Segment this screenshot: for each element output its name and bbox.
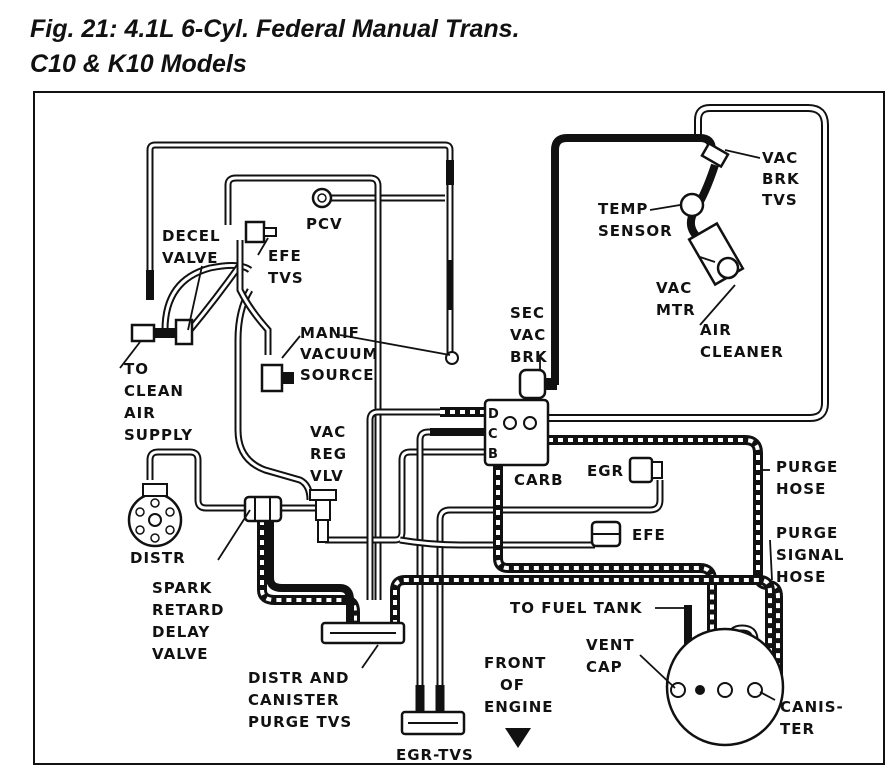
hose-efe-to-manif: [234, 288, 314, 501]
label-spark-1: SPARK: [152, 579, 213, 597]
air-cleaner-components: [679, 141, 745, 287]
efe-fitting: [590, 520, 622, 548]
label-distr-tvs-1: DISTR AND: [248, 669, 349, 687]
distr-canister-purge-tvs: [320, 621, 406, 645]
hose-spark-to-tvs: [257, 520, 360, 625]
label-temp-sensor-1: TEMP: [598, 200, 648, 218]
label-purge-signal-3: HOSE: [776, 568, 826, 586]
hose-sec-vac-brk: [551, 134, 716, 385]
distributor: [127, 483, 183, 548]
figure-subtitle: C10 & K10 Models: [30, 50, 247, 78]
label-vac-reg-2: REG: [310, 445, 347, 463]
label-purge-signal-2: SIGNAL: [776, 546, 844, 564]
label-clean-air-3: AIR: [124, 404, 156, 422]
label-canister-2: TER: [780, 720, 815, 738]
front-arrow-icon: [505, 728, 531, 748]
egr-tvs: [400, 710, 466, 736]
label-vac-brk-tvs-3: TVS: [762, 191, 798, 209]
hose-distr-canister: [390, 575, 775, 690]
figure-title: Fig. 21: 4.1L 6-Cyl. Federal Manual Tran…: [30, 15, 520, 43]
sec-vac-brk-fitting: [518, 368, 557, 400]
label-purge-hose-1: PURGE: [776, 458, 838, 476]
spark-retard-delay-valve: [243, 495, 283, 523]
label-vac-reg-3: VLV: [310, 467, 344, 485]
label-sec-vac-brk-2: VAC: [510, 326, 546, 344]
label-port-c: C: [488, 427, 499, 442]
label-egr: EGR: [587, 462, 624, 480]
egr-fitting: [628, 456, 663, 484]
label-sec-vac-brk-1: SEC: [510, 304, 545, 322]
label-sec-vac-brk-3: BRK: [510, 348, 548, 366]
label-egr-tvs: EGR-TVS: [396, 746, 474, 764]
label-vac-mtr-1: VAC: [656, 279, 692, 297]
label-manif-2: VACUUM: [300, 345, 379, 363]
label-efe: EFE: [632, 526, 666, 544]
label-distr-tvs-3: PURGE TVS: [248, 713, 352, 731]
label-purge-hose-2: HOSE: [776, 480, 826, 498]
label-vac-mtr-2: MTR: [656, 301, 696, 319]
hose-carb-c: [366, 408, 485, 600]
pcv-valve: [311, 187, 333, 209]
label-air-cleaner-1: AIR: [700, 321, 732, 339]
label-port-d: D: [488, 407, 500, 422]
hose-vacreg-to-carb: [325, 448, 495, 544]
striped-hoses: [257, 407, 783, 690]
label-front-1: FRONT: [484, 654, 546, 672]
hose-egr-tvs-1: [416, 428, 485, 690]
label-spark-3: DELAY: [152, 623, 210, 641]
label-manif-3: SOURCE: [300, 366, 375, 384]
hose-spark-black: [266, 520, 354, 625]
label-manif-1: MANIF: [300, 324, 360, 342]
efe-tvs: [244, 220, 277, 244]
label-pcv: PCV: [306, 215, 343, 233]
label-carb: CARB: [514, 471, 564, 489]
label-to-fuel-tank: TO FUEL TANK: [510, 599, 643, 617]
label-distr-tvs-2: CANISTER: [248, 691, 340, 709]
label-decel-valve-1: DECEL: [162, 227, 221, 245]
label-vac-brk-tvs-2: BRK: [762, 170, 800, 188]
label-efe-tvs-1: EFE: [268, 247, 302, 265]
carburetor: [483, 398, 550, 467]
plain-hoses: [146, 104, 829, 690]
leader-lines: [119, 149, 776, 701]
label-efe-tvs-2: TVS: [268, 269, 304, 287]
manif-vacuum-fitting: [260, 351, 459, 393]
label-spark-2: RETARD: [152, 601, 224, 619]
label-canister-1: CANIS-: [780, 698, 844, 716]
vac-reg-valve: [309, 489, 337, 543]
label-air-cleaner-2: CLEANER: [700, 343, 784, 361]
label-clean-air-4: SUPPLY: [124, 426, 193, 444]
label-distr: DISTR: [130, 549, 186, 567]
label-decel-valve-2: VALVE: [162, 249, 219, 267]
labels: PCV DECEL VALVE EFE TVS MANIF VACUUM SOU…: [124, 149, 844, 764]
label-vent-cap-1: VENT: [586, 636, 635, 654]
label-spark-4: VALVE: [152, 645, 209, 663]
label-vac-reg-1: VAC: [310, 423, 346, 441]
label-port-b: B: [488, 447, 499, 462]
label-purge-signal-1: PURGE: [776, 524, 838, 542]
label-vac-brk-tvs-1: VAC: [762, 149, 798, 167]
label-front-2: OF: [500, 676, 525, 694]
label-clean-air-1: TO: [124, 360, 149, 378]
label-clean-air-2: CLEAN: [124, 382, 184, 400]
diagram-frame: [33, 91, 885, 765]
label-front-3: ENGINE: [484, 698, 554, 716]
canister: [665, 627, 785, 747]
label-vent-cap-2: CAP: [586, 658, 623, 676]
label-temp-sensor-2: SENSOR: [598, 222, 673, 240]
